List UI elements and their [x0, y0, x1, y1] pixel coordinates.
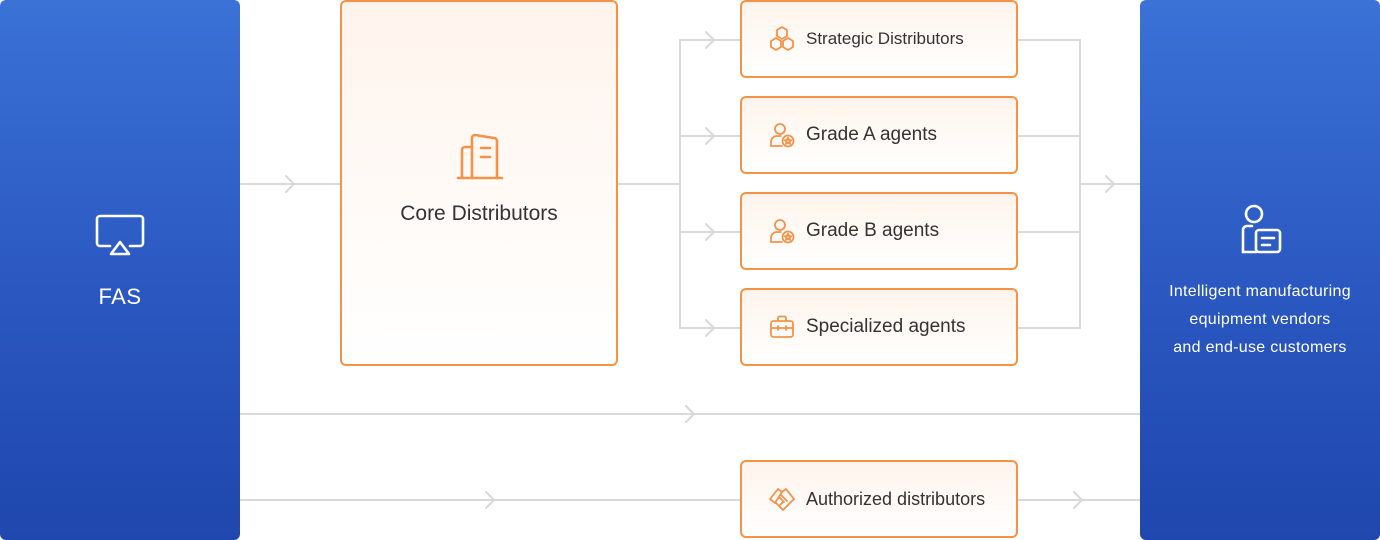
- core-distributors-box: Core Distributors: [340, 0, 618, 366]
- customers-line-2: equipment vendors: [1189, 311, 1331, 328]
- customers-label: Intelligent manufacturing equipment vend…: [1140, 278, 1380, 362]
- fas-label: FAS: [98, 284, 142, 309]
- grade-a-agents-label: Grade A agents: [806, 124, 937, 145]
- specialized-agents-label: Specialized agents: [806, 316, 966, 337]
- user-id-card-icon: [1241, 204, 1282, 254]
- grade-b-agents-box: Grade B agents: [740, 192, 1018, 270]
- customers-panel: Intelligent manufacturing equipment vend…: [1140, 0, 1380, 540]
- fas-panel: FAS: [0, 0, 240, 540]
- specialized-agents-box: Specialized agents: [740, 288, 1018, 366]
- customers-line-1: Intelligent manufacturing: [1169, 283, 1351, 300]
- strategic-distributors-label: Strategic Distributors: [806, 29, 964, 48]
- hexagon-cluster-icon: [770, 26, 794, 51]
- briefcase-icon: [770, 315, 794, 338]
- building-document-icon: [456, 133, 504, 180]
- user-badge-icon: [770, 219, 795, 244]
- grade-b-agents-label: Grade B agents: [806, 220, 940, 241]
- core-distributors-label: Core Distributors: [400, 202, 558, 225]
- strategic-distributors-box: Strategic Distributors: [740, 0, 1018, 78]
- authorized-distributors-label: Authorized distributors: [806, 488, 986, 509]
- customers-line-3: and end-use customers: [1173, 339, 1347, 356]
- grade-a-agents-box: Grade A agents: [740, 96, 1018, 174]
- airplay-icon: [95, 214, 145, 256]
- authorized-distributors-box: Authorized distributors: [740, 460, 1018, 538]
- user-badge-icon: [770, 123, 795, 148]
- handshake-icon: [769, 488, 795, 511]
